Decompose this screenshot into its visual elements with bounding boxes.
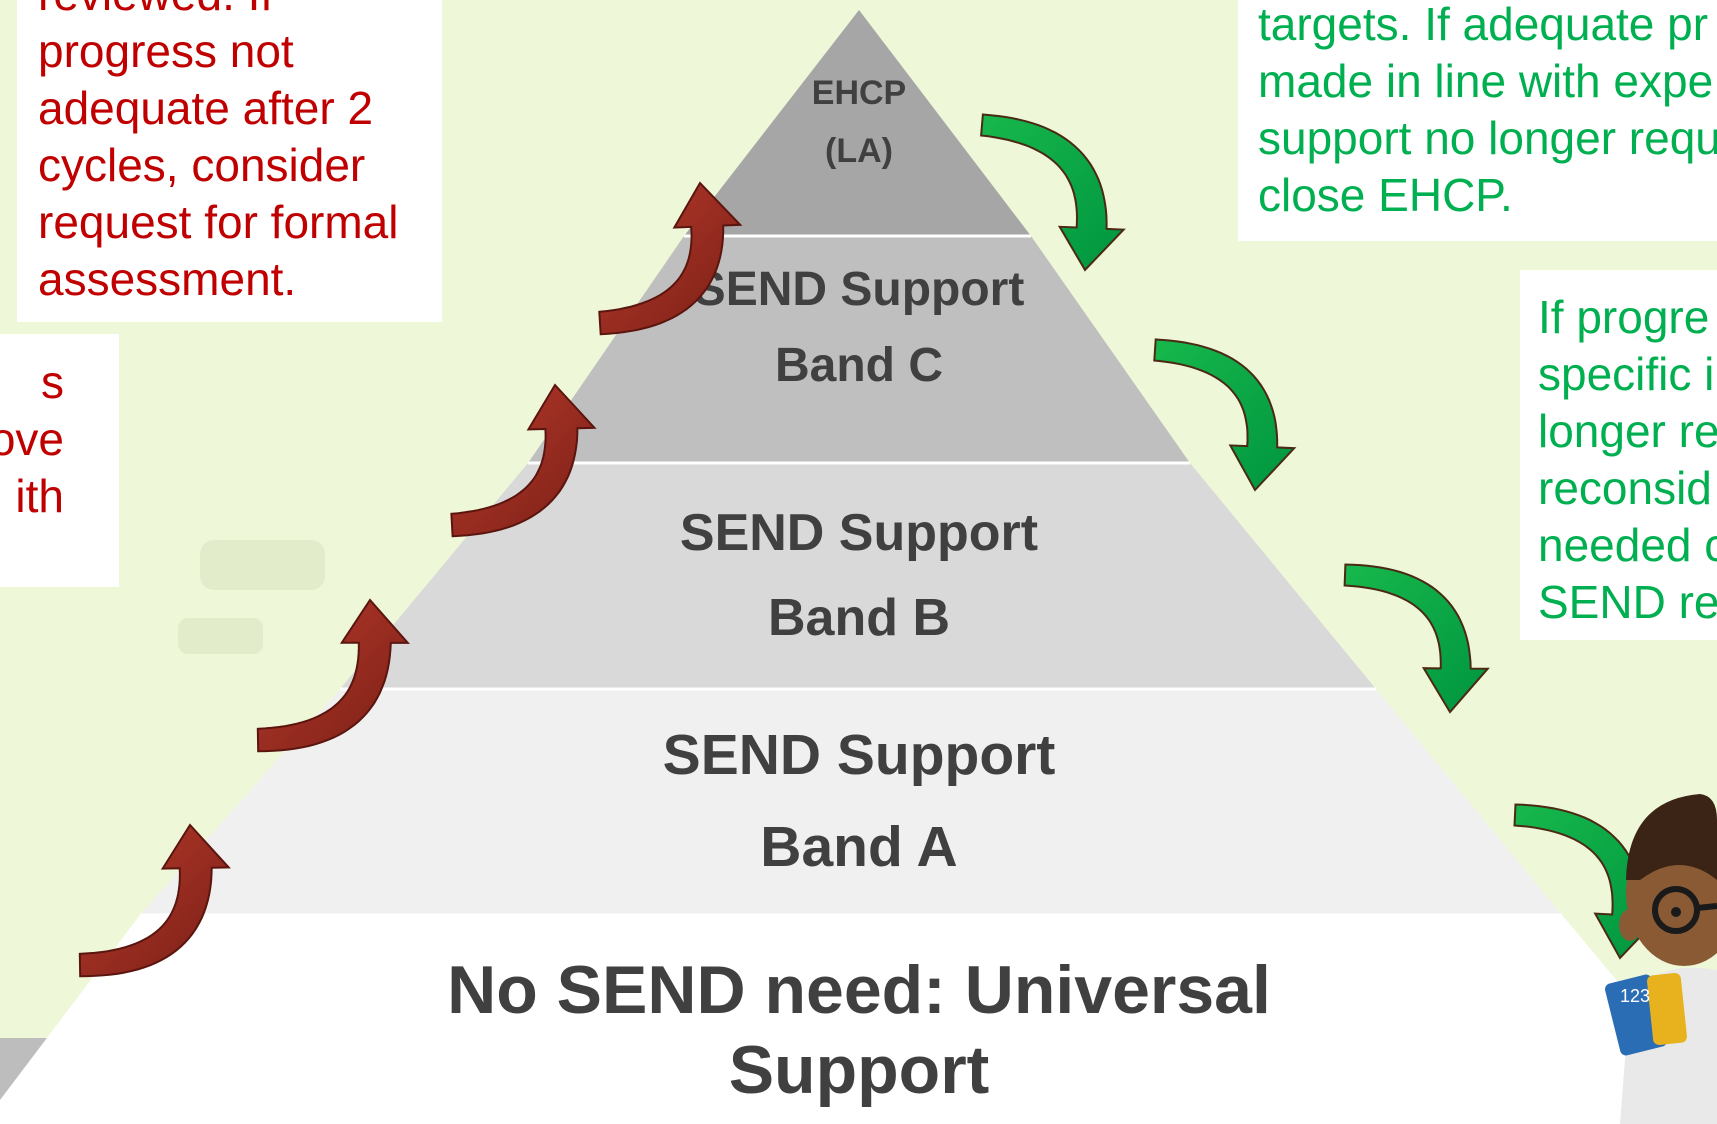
student-illustration: 123 xyxy=(1605,794,1717,1124)
tier-ehcp xyxy=(684,10,1031,236)
tier-band-a-line1: SEND Support xyxy=(663,723,1056,787)
note-line: targets. If adequate pr xyxy=(1258,0,1709,50)
tier-ehcp-line1: EHCP xyxy=(812,74,906,112)
escalate-arrow xyxy=(78,823,231,978)
tier-band-a xyxy=(140,689,1562,915)
tier-universal xyxy=(0,915,1717,1124)
tier-band-b-line1: SEND Support xyxy=(680,504,1038,562)
tier-universal-line1: No SEND need: Universal xyxy=(447,952,1271,1028)
note-line: cycles, consider xyxy=(38,139,366,191)
note-line: If progre xyxy=(1538,291,1710,343)
tier-ehcp-line2: (LA) xyxy=(825,132,893,170)
note-escalation-top: reviewed. If progress not adequate after… xyxy=(17,0,442,322)
note-line: assessment. xyxy=(38,253,297,305)
tier-band-b xyxy=(340,463,1376,689)
escalate-arrow xyxy=(598,181,743,336)
note-line: reconsid xyxy=(1538,462,1712,514)
note-line: s xyxy=(41,356,64,408)
deescalate-arrow xyxy=(980,113,1126,272)
tier-band-b-line2: Band B xyxy=(768,589,950,647)
note-line: ove xyxy=(0,413,64,465)
escalate-arrow xyxy=(450,383,597,538)
tier-band-c-line2: Band C xyxy=(775,339,943,392)
background-shape xyxy=(200,540,325,590)
tier-band-a-line2: Band A xyxy=(760,815,957,879)
escalate-arrow xyxy=(256,598,411,753)
background-shape xyxy=(178,618,263,654)
note-line: reviewed. If xyxy=(38,0,398,23)
svg-text:123: 123 xyxy=(1620,986,1650,1006)
tier-band-c-line1: SEND Support xyxy=(694,263,1025,316)
note-line: needed c xyxy=(1538,519,1717,571)
note-escalation-cropped: s ove ith xyxy=(0,334,119,587)
note-line: specific i xyxy=(1538,348,1715,400)
deescalate-arrow xyxy=(1153,338,1297,492)
note-line: ith xyxy=(15,470,64,522)
deescalate-arrow xyxy=(1343,563,1490,714)
note-line: request for formal xyxy=(38,196,399,248)
note-deescalation-top: targets. If adequate pr made in line wit… xyxy=(1238,0,1717,241)
escalate-arrows xyxy=(78,181,743,978)
note-line: SEND re xyxy=(1538,576,1717,628)
note-line: progress not xyxy=(38,25,294,77)
note-line: made in line with expe xyxy=(1258,55,1714,107)
note-line: close EHCP. xyxy=(1258,169,1513,221)
note-line: longer re xyxy=(1538,405,1717,457)
note-line: support no longer requ xyxy=(1258,112,1717,164)
tier-universal-line2: Support xyxy=(729,1032,990,1108)
note-line: adequate after 2 xyxy=(38,82,374,134)
note-deescalation-cropped: If progre specific i longer re reconsid … xyxy=(1520,270,1717,640)
